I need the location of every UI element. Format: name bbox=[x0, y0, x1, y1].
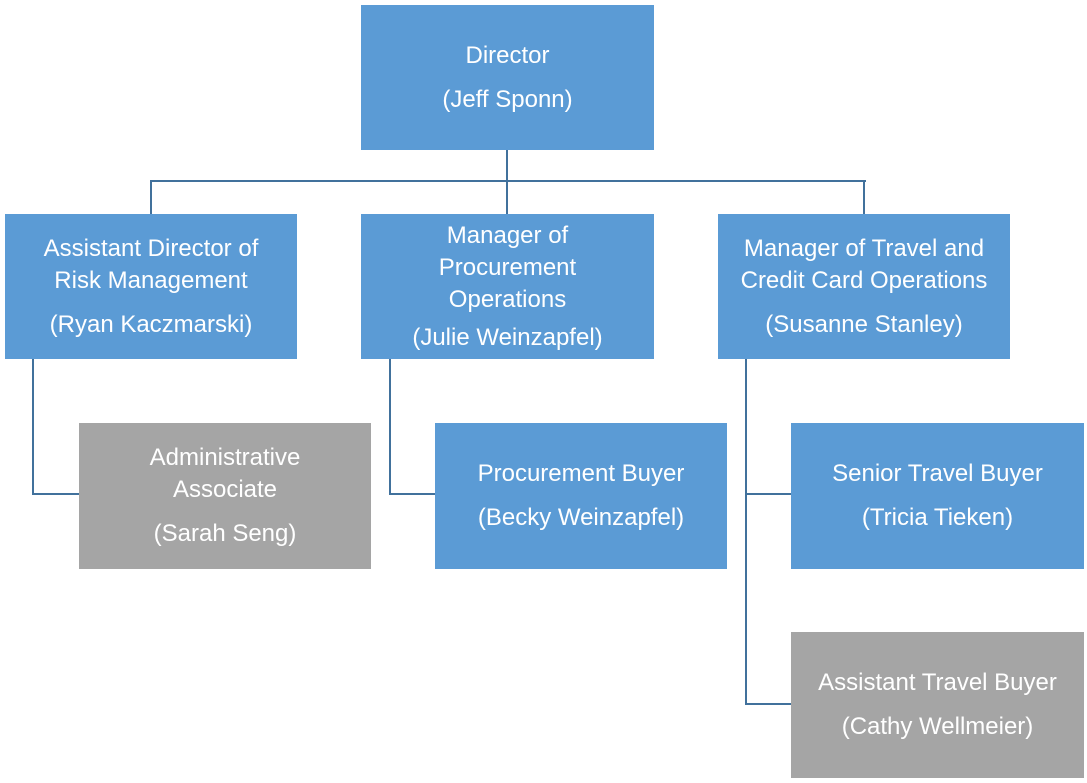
node-title-line: Manager of Travel and bbox=[743, 234, 985, 262]
connector-to-risk-manager bbox=[150, 180, 152, 214]
connector-travel-down bbox=[745, 358, 747, 705]
connector-to-procurement-buyer bbox=[389, 493, 435, 495]
org-node-director: Director (Jeff Sponn) bbox=[361, 5, 654, 150]
node-person: (Becky Weinzapfel) bbox=[477, 504, 685, 531]
node-person: (Julie Weinzapfel) bbox=[412, 323, 603, 351]
connector-manager-bus bbox=[150, 180, 866, 182]
node-person: (Cathy Wellmeier) bbox=[841, 713, 1034, 740]
node-title-line: Procurement bbox=[438, 253, 577, 281]
connector-to-admin-associate bbox=[32, 493, 79, 495]
node-title: Director bbox=[465, 41, 550, 69]
connector-procurement-down bbox=[389, 358, 391, 495]
connector-to-travel-manager bbox=[863, 180, 865, 214]
org-node-administrative-associate: Administrative Associate (Sarah Seng) bbox=[79, 423, 371, 569]
connector-to-assistant-travel-buyer bbox=[745, 703, 791, 705]
node-title-line: Associate bbox=[172, 476, 278, 503]
node-title-line: Assistant Director of bbox=[43, 234, 259, 262]
node-title-line: Operations bbox=[448, 285, 567, 313]
node-title-line: Administrative bbox=[149, 444, 301, 471]
org-node-procurement-manager: Manager of Procurement Operations (Julie… bbox=[361, 214, 654, 359]
connector-to-senior-travel-buyer bbox=[745, 493, 791, 495]
org-node-senior-travel-buyer: Senior Travel Buyer (Tricia Tieken) bbox=[791, 423, 1084, 569]
org-node-travel-manager: Manager of Travel and Credit Card Operat… bbox=[718, 214, 1010, 359]
org-node-procurement-buyer: Procurement Buyer (Becky Weinzapfel) bbox=[435, 423, 727, 569]
node-title-line: Risk Management bbox=[54, 266, 248, 294]
org-node-assistant-travel-buyer: Assistant Travel Buyer (Cathy Wellmeier) bbox=[791, 632, 1084, 778]
node-person: (Ryan Kaczmarski) bbox=[49, 310, 253, 338]
node-person: (Tricia Tieken) bbox=[861, 504, 1014, 531]
node-person: (Jeff Sponn) bbox=[442, 85, 573, 113]
node-title-line: Assistant Travel Buyer bbox=[818, 669, 1057, 696]
connector-director-down bbox=[506, 150, 508, 214]
connector-risk-down bbox=[32, 358, 34, 495]
node-title-line: Senior Travel Buyer bbox=[832, 460, 1043, 487]
node-person: (Sarah Seng) bbox=[153, 520, 297, 547]
org-node-risk-manager: Assistant Director of Risk Management (R… bbox=[5, 214, 297, 359]
node-title-line: Manager of bbox=[446, 221, 569, 249]
node-person: (Susanne Stanley) bbox=[765, 310, 963, 338]
node-title-line: Procurement Buyer bbox=[477, 460, 685, 487]
node-title-line: Credit Card Operations bbox=[740, 266, 988, 294]
